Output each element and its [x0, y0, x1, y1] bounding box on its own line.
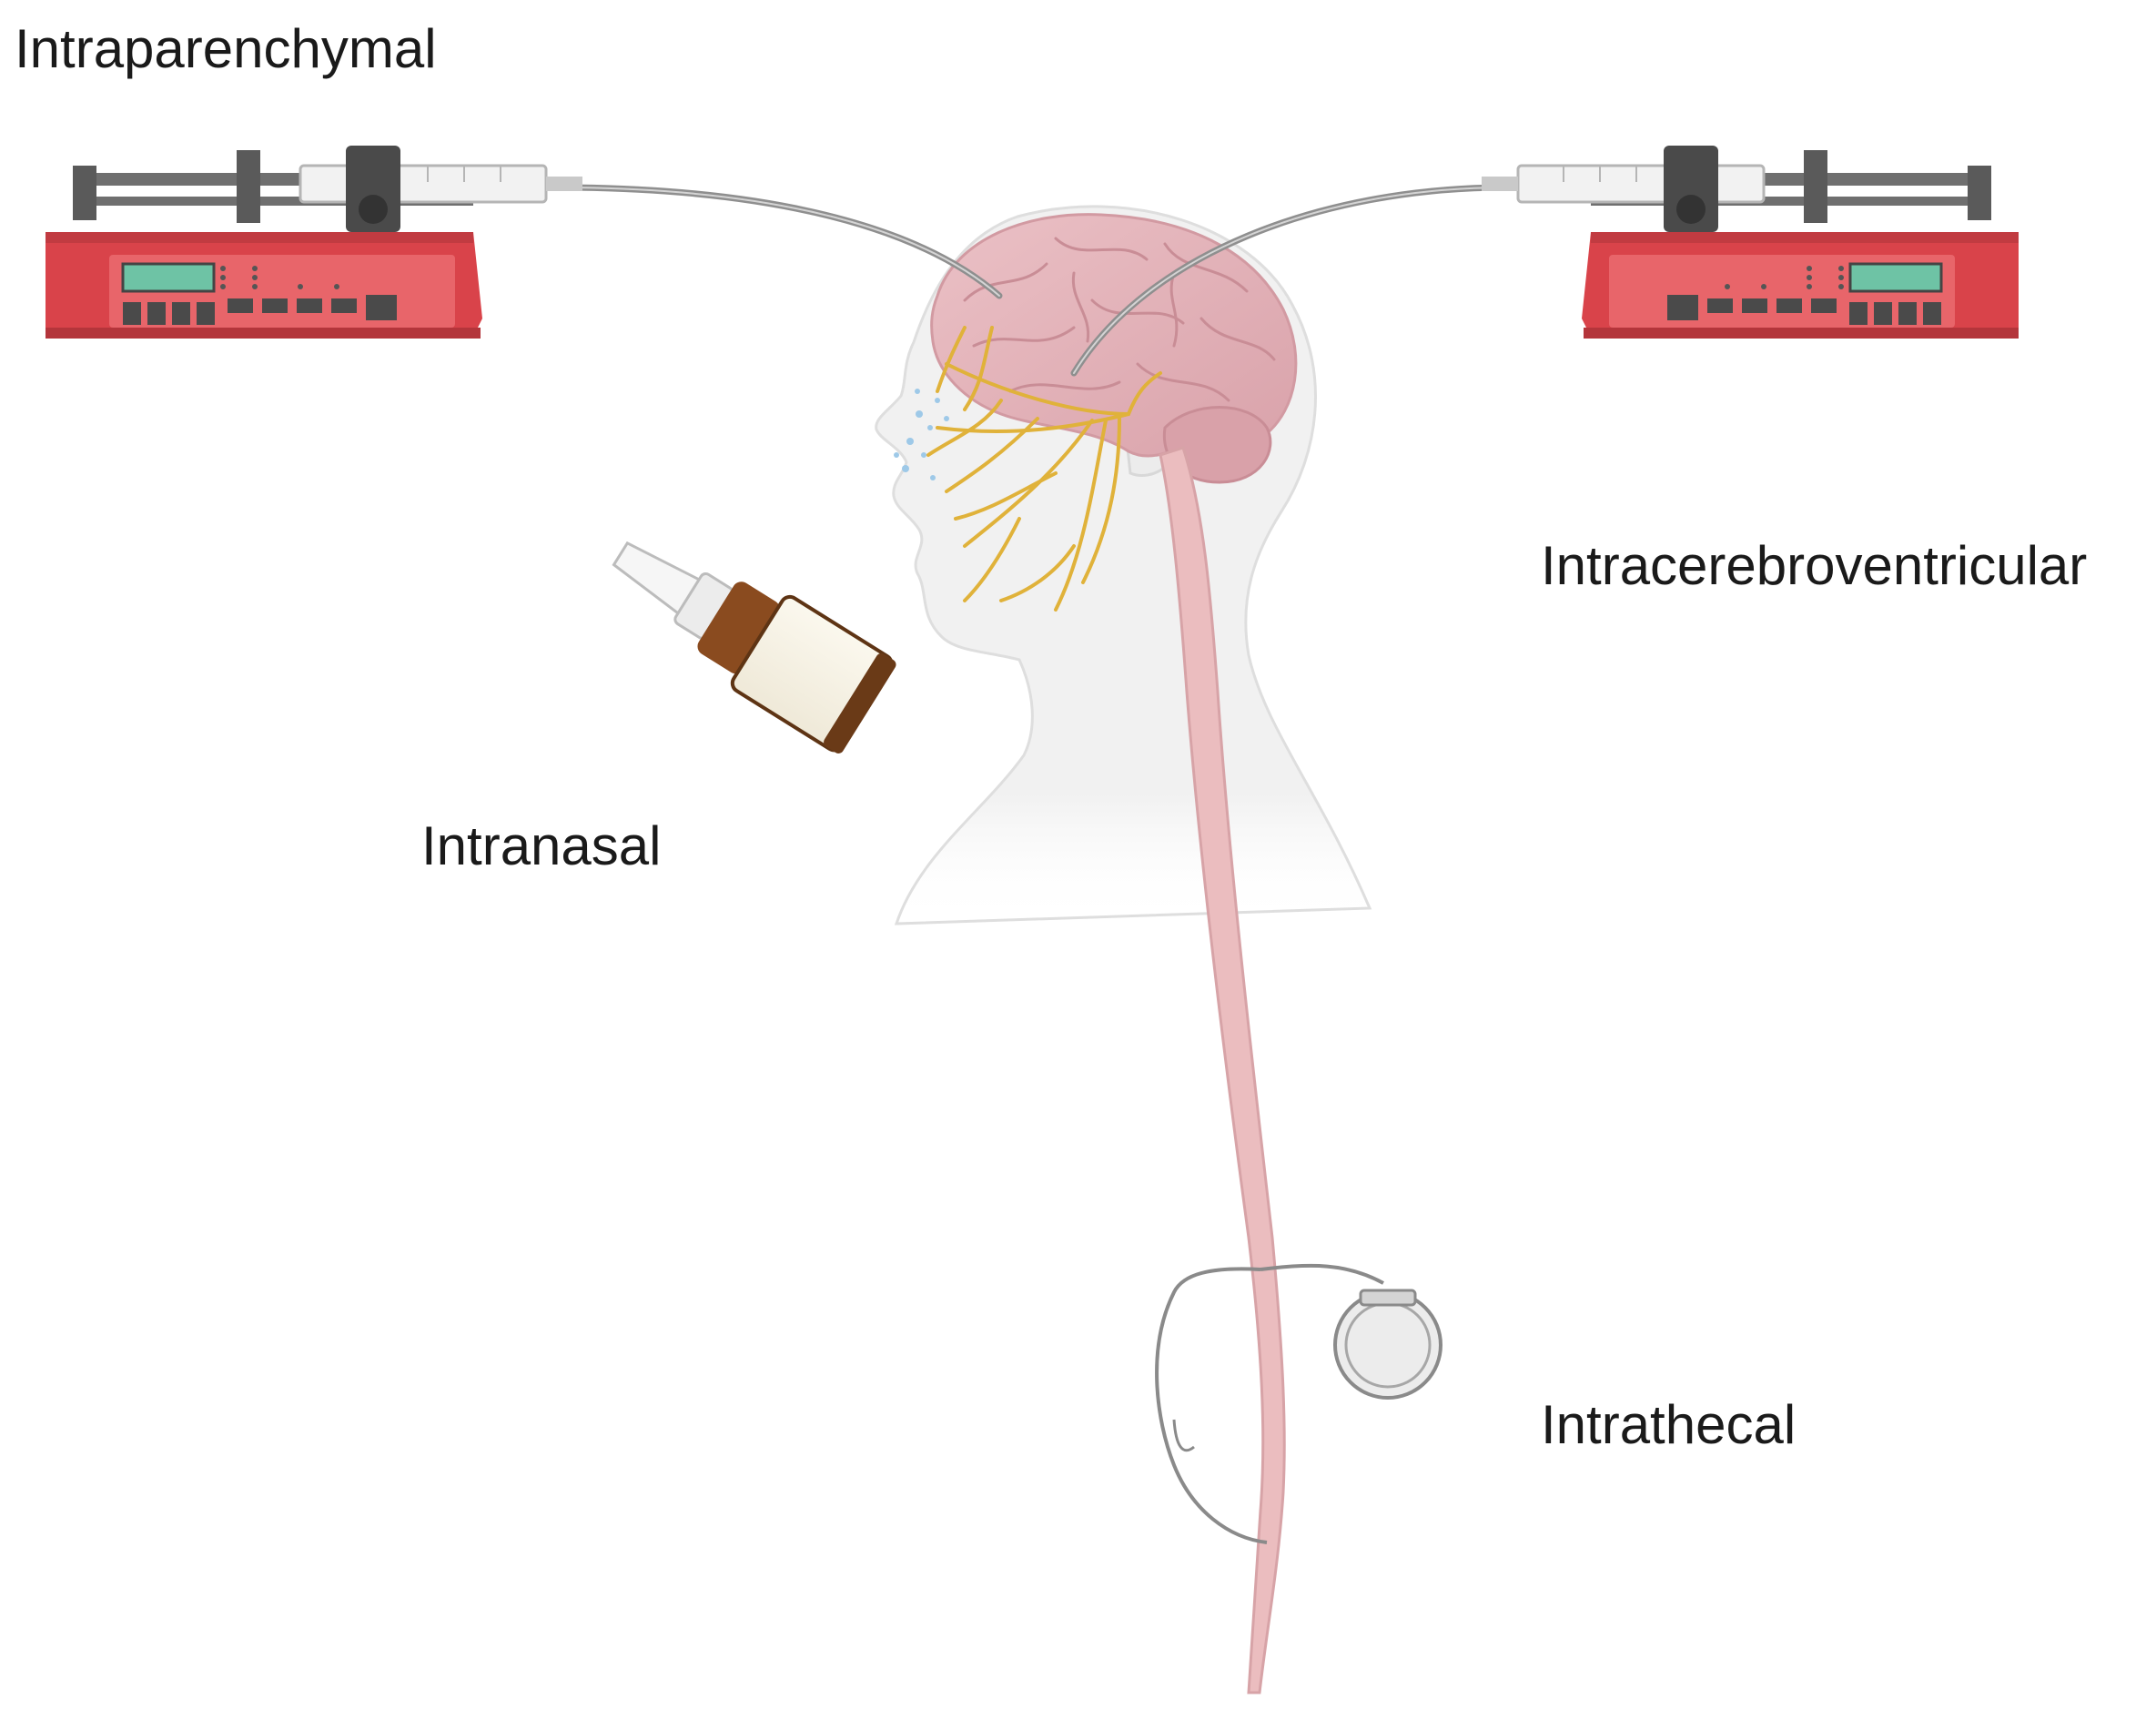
label-intraparenchymal: Intraparenchymal [15, 18, 437, 79]
label-intracerebroventricular: Intracerebroventricular [1541, 535, 2088, 596]
implanted-pump-icon [1333, 1289, 1442, 1400]
intrathecal-catheter-tip [1172, 1419, 1195, 1452]
syringe-pump-icon [46, 146, 582, 339]
label-intranasal: Intranasal [421, 815, 662, 876]
right-pump-tubing-highlight [1073, 187, 1508, 374]
implant-connector-tubing [1260, 1263, 1384, 1285]
spray-particles [894, 389, 949, 480]
left-pump-tubing [552, 184, 1003, 299]
label-intrathecal: Intrathecal [1541, 1394, 1797, 1455]
facial-nerves [926, 326, 1162, 612]
left-pump-tubing-highlight [554, 187, 1000, 297]
syringe-pump-icon [1482, 146, 2019, 339]
nasal-spray-bottle-icon [612, 541, 896, 753]
spinal-cord [1159, 446, 1286, 1694]
intrathecal-catheter [1155, 1267, 1268, 1544]
